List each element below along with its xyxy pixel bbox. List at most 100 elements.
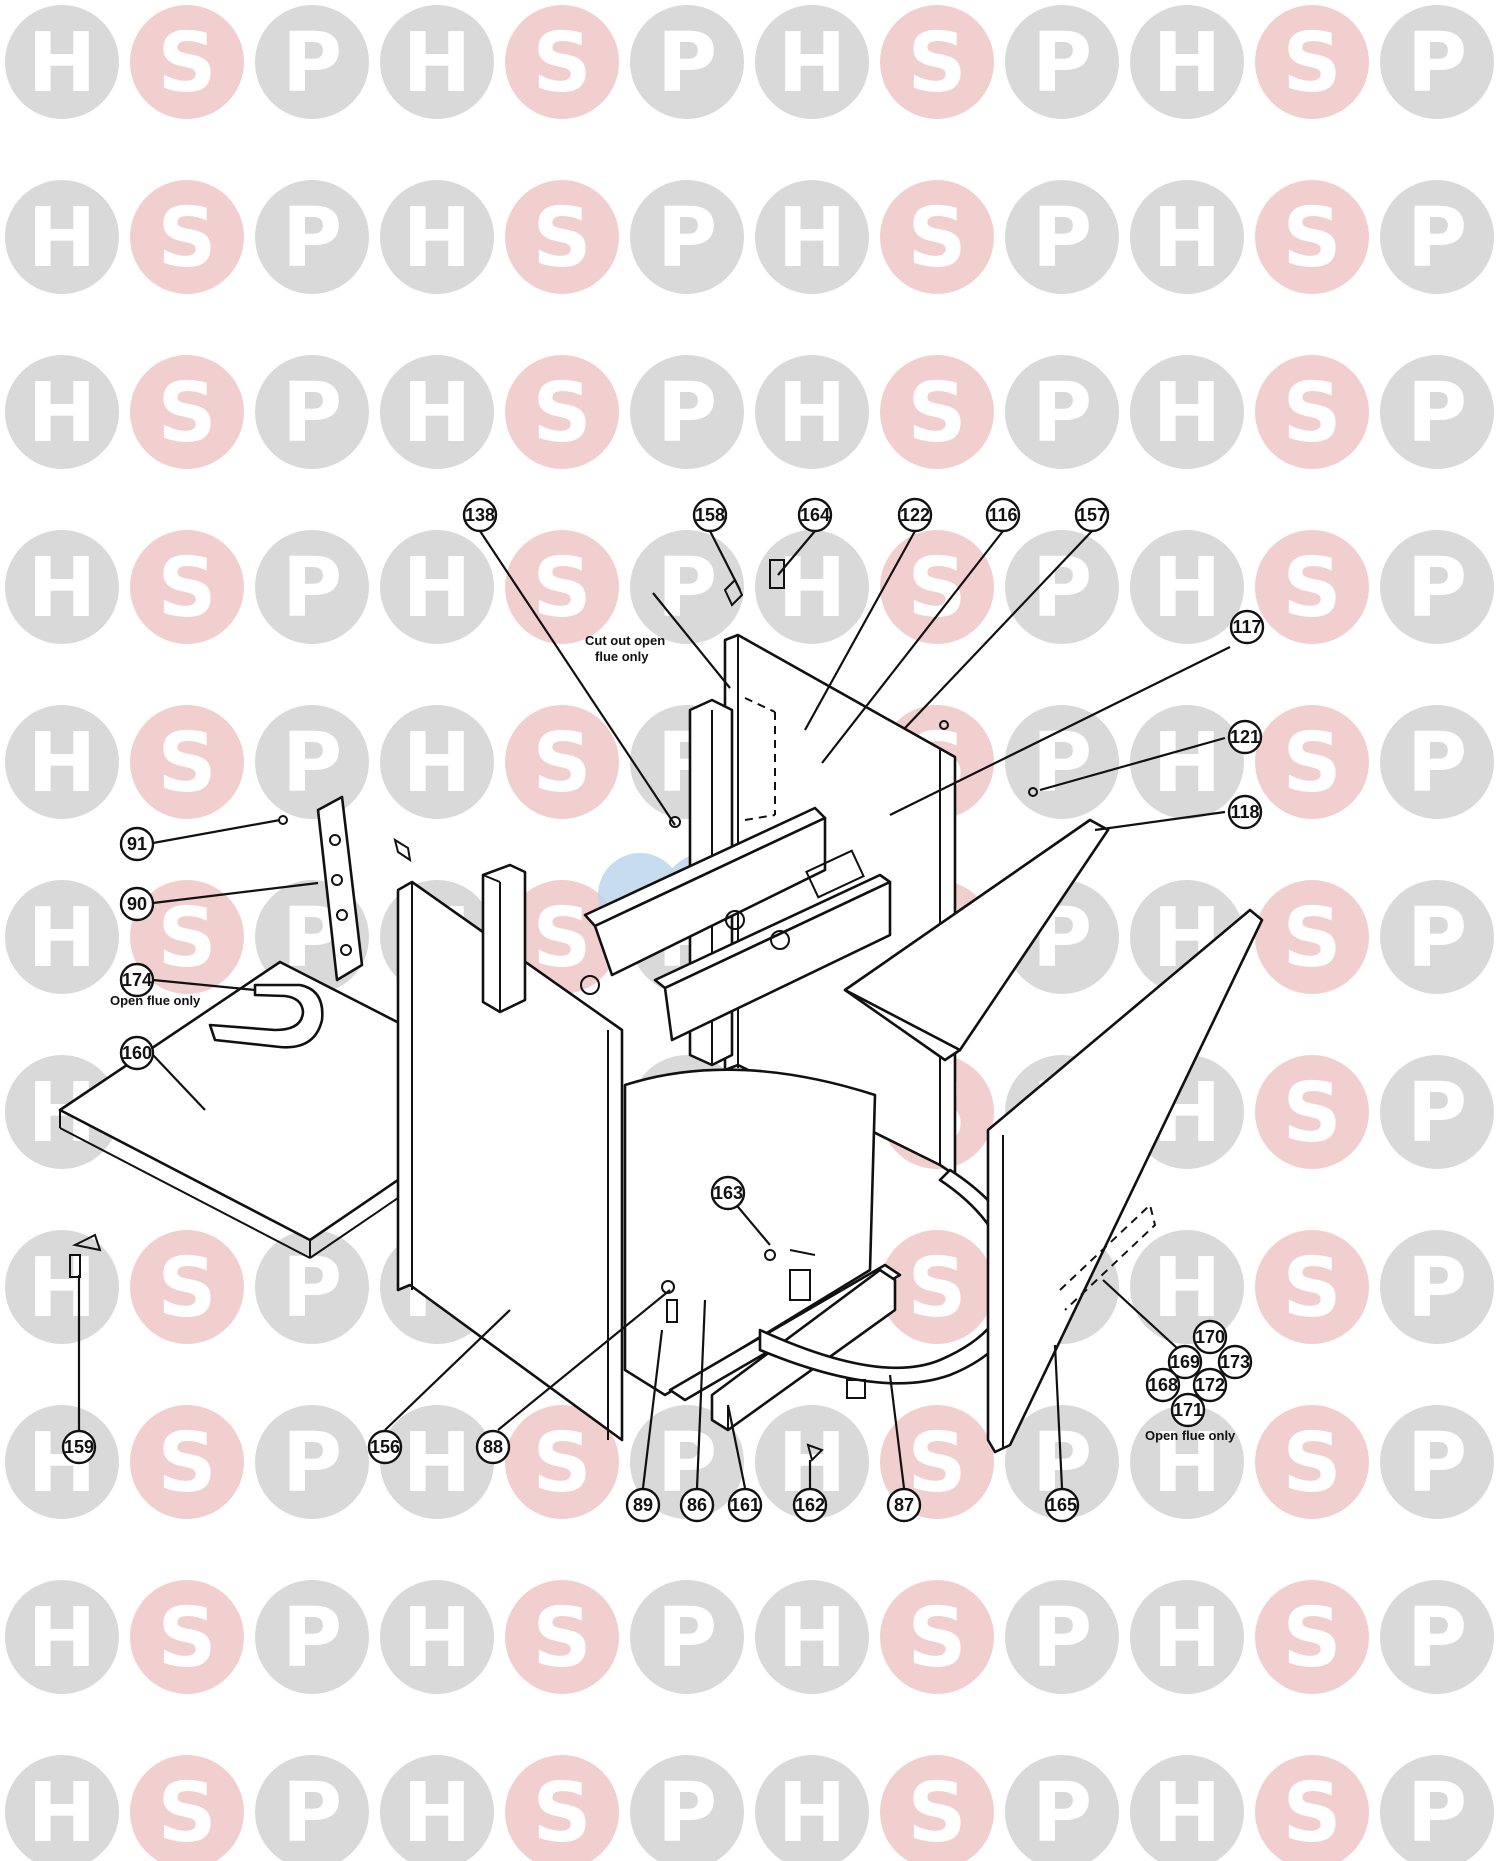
callout-88: 88 xyxy=(475,1429,511,1465)
watermark-badge: S xyxy=(130,880,244,994)
watermark-badge: P xyxy=(1380,180,1494,294)
note-open-flue-171: Open flue only xyxy=(1145,1428,1236,1443)
watermark-letter: P xyxy=(1032,366,1092,461)
watermark-badge: S xyxy=(130,355,244,469)
svg-text:174: 174 xyxy=(122,970,152,990)
watermark-letter: S xyxy=(157,1591,216,1686)
watermark-badge: P xyxy=(255,355,369,469)
watermark-badge: H xyxy=(5,880,119,994)
watermark-badge: S xyxy=(880,1230,994,1344)
watermark-badge: H xyxy=(1130,1755,1244,1861)
svg-text:158: 158 xyxy=(695,505,725,525)
part-90-strip xyxy=(316,795,364,982)
watermark-badge: S xyxy=(1255,530,1369,644)
svg-text:170: 170 xyxy=(1195,1327,1225,1347)
watermark-letter: P xyxy=(1032,1591,1092,1686)
svg-text:164: 164 xyxy=(800,505,830,525)
watermark-badge: S xyxy=(1255,355,1369,469)
watermark-badge: P xyxy=(255,1580,369,1694)
watermark-letter: H xyxy=(1153,1416,1222,1511)
watermark-badge: P xyxy=(255,705,369,819)
watermark-badge: P xyxy=(630,1755,744,1861)
watermark-letter: S xyxy=(157,716,216,811)
watermark-letter: H xyxy=(403,1416,472,1511)
part-174-flue-bracket xyxy=(208,983,324,1049)
watermark-badge: H xyxy=(1130,355,1244,469)
watermark-badge: S xyxy=(505,705,619,819)
callout-173: 173 xyxy=(1217,1344,1253,1380)
watermark-letter: H xyxy=(403,366,472,461)
watermark-letter: P xyxy=(1032,541,1092,636)
watermark-badge: P xyxy=(1380,1755,1494,1861)
watermark-badge: H xyxy=(5,705,119,819)
watermark-badge: S xyxy=(505,180,619,294)
callout-171: 171 xyxy=(1170,1392,1206,1428)
watermark-badge: P xyxy=(630,1580,744,1694)
watermark-badge: S xyxy=(505,880,619,994)
watermark-badge: S xyxy=(1255,1055,1369,1169)
watermark-badge: P xyxy=(1380,1405,1494,1519)
watermark-letter: H xyxy=(778,16,847,111)
watermark-letter: H xyxy=(28,1591,97,1686)
svg-text:121: 121 xyxy=(1230,727,1260,747)
svg-text:162: 162 xyxy=(795,1495,825,1515)
watermark-badge: P xyxy=(630,355,744,469)
watermark-letter: H xyxy=(778,191,847,286)
watermark-letter: S xyxy=(532,541,591,636)
watermark-badge: H xyxy=(755,180,869,294)
watermark-badge: P xyxy=(630,180,744,294)
watermark-letter: S xyxy=(1282,541,1341,636)
watermark-letter: P xyxy=(1407,1591,1467,1686)
watermark-letter: P xyxy=(282,366,342,461)
watermark-badge: S xyxy=(1255,705,1369,819)
callout-117: 117 xyxy=(1229,609,1265,645)
part-118-plate xyxy=(843,818,1110,1062)
watermark-badge: H xyxy=(755,1580,869,1694)
watermark-badge: H xyxy=(5,355,119,469)
watermark-badge: H xyxy=(380,705,494,819)
watermark-badge: H xyxy=(1130,180,1244,294)
watermark-badge: P xyxy=(1380,705,1494,819)
note-open-flue-174: Open flue only xyxy=(110,993,201,1008)
watermark-letter: P xyxy=(657,1766,717,1861)
watermark-badge: P xyxy=(1005,1580,1119,1694)
watermark-letter: P xyxy=(282,1591,342,1686)
note-cut-out: Cut out open flue only xyxy=(585,633,665,664)
watermark-badge: P xyxy=(630,5,744,119)
watermark-badge: P xyxy=(1380,530,1494,644)
watermark-letter: H xyxy=(28,541,97,636)
watermark-badge: P xyxy=(1380,1230,1494,1344)
watermark-letter: S xyxy=(1282,16,1341,111)
callout-170: 170 xyxy=(1192,1319,1228,1355)
callout-156: 156 xyxy=(367,1429,403,1465)
watermark-badge: P xyxy=(1380,355,1494,469)
svg-text:88: 88 xyxy=(483,1437,503,1457)
watermark-letter: H xyxy=(28,16,97,111)
callout-86: 86 xyxy=(679,1487,715,1523)
watermark-letter: P xyxy=(1407,366,1467,461)
watermark-badge: H xyxy=(5,1755,119,1861)
watermark-badge: H xyxy=(1130,1405,1244,1519)
watermark-letter: P xyxy=(1407,541,1467,636)
watermark-letter: S xyxy=(907,541,966,636)
watermark-badge: H xyxy=(755,5,869,119)
watermark-badge: S xyxy=(880,530,994,644)
watermark-letter: P xyxy=(1407,1241,1467,1336)
watermark-badge: H xyxy=(380,355,494,469)
watermark-badge: S xyxy=(130,180,244,294)
watermark-letter: H xyxy=(28,1241,97,1336)
watermark-badge: P xyxy=(1005,1755,1119,1861)
callout-121: 121 xyxy=(1227,719,1263,755)
svg-text:118: 118 xyxy=(1230,802,1259,822)
watermark-badge: P xyxy=(1005,5,1119,119)
watermark-badge: H xyxy=(1130,705,1244,819)
watermark-badge: S xyxy=(505,5,619,119)
watermark-letter: H xyxy=(28,891,97,986)
watermark-badge: S xyxy=(880,180,994,294)
svg-text:168: 168 xyxy=(1148,1375,1178,1395)
part-center-channel xyxy=(580,806,892,1042)
part-156-side-panel xyxy=(396,880,624,1442)
watermark-letter: S xyxy=(532,1591,591,1686)
